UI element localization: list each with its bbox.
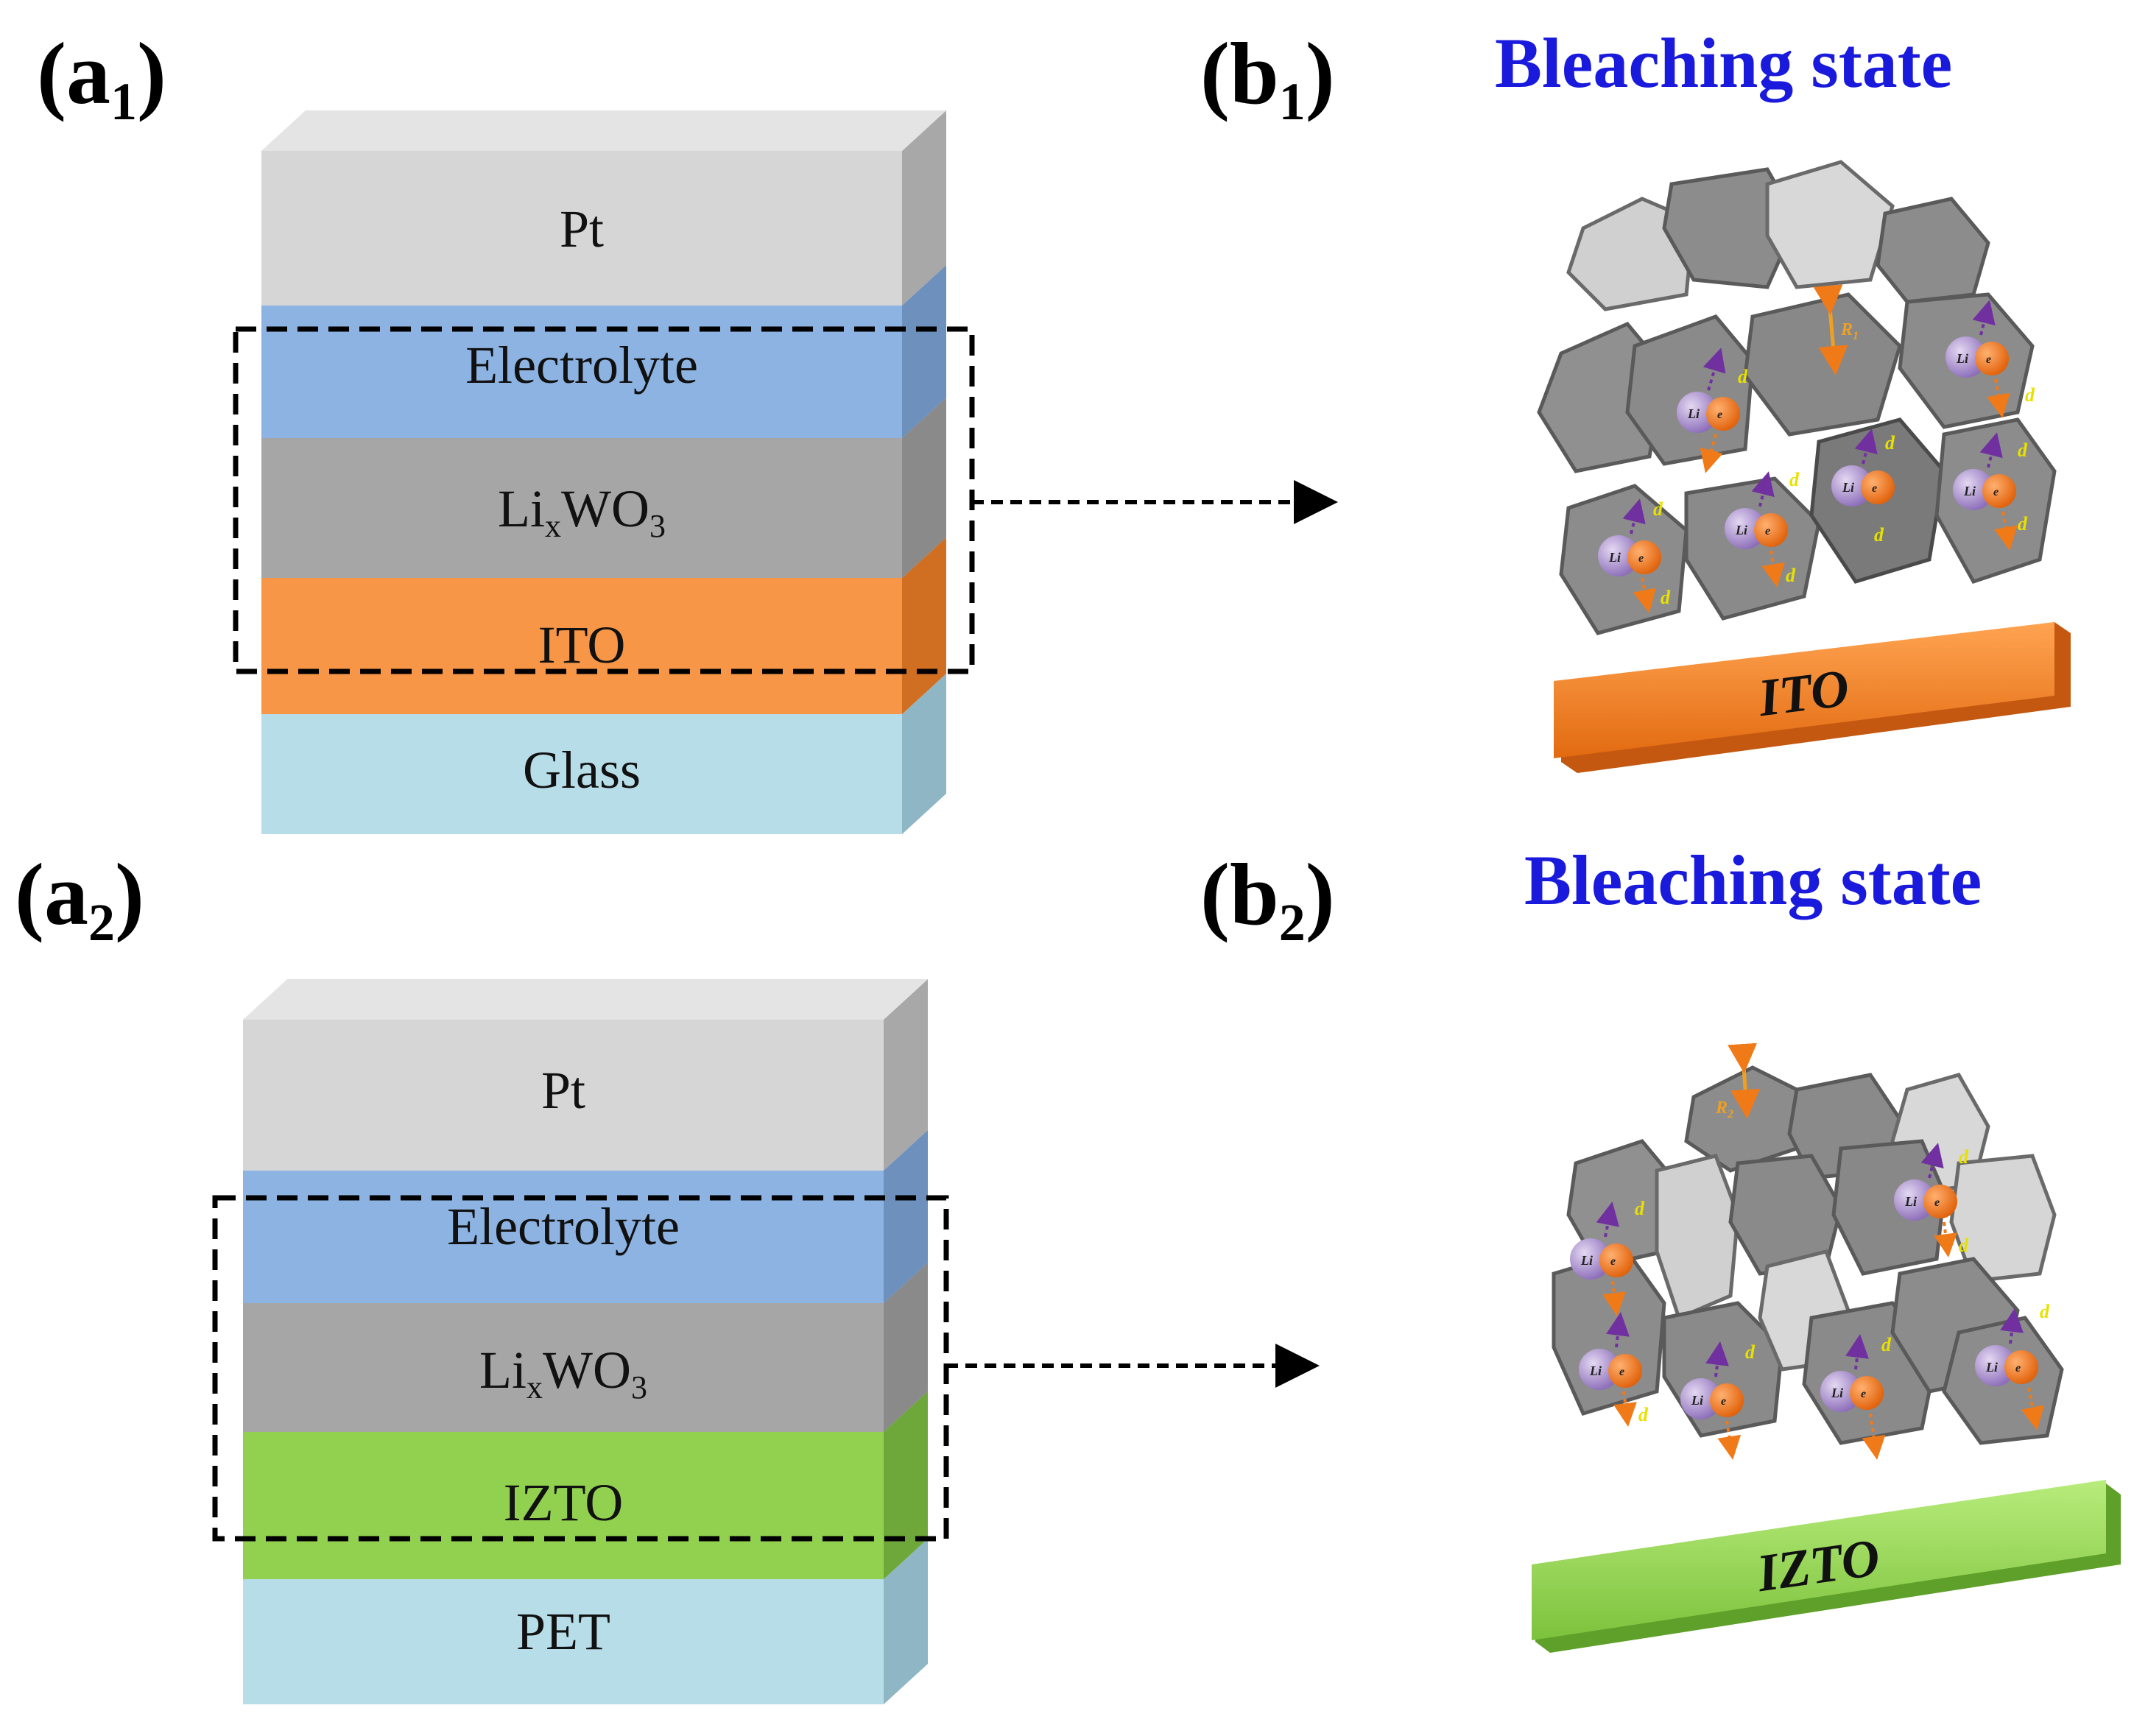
svg-text:Li: Li bbox=[1735, 523, 1747, 537]
layer-pt: Pt bbox=[261, 110, 946, 306]
svg-text:e: e bbox=[1610, 1255, 1616, 1268]
ion-pair: Li e d d bbox=[1953, 432, 2028, 551]
svg-text:Li: Li bbox=[1842, 480, 1854, 495]
ion-pair: Li e d d bbox=[1894, 1143, 1969, 1257]
svg-text:d: d bbox=[1881, 1334, 1892, 1355]
layer-pet: PET bbox=[243, 1539, 928, 1704]
svg-text:(b2): (b2) bbox=[1200, 845, 1335, 952]
svg-text:e: e bbox=[1717, 409, 1722, 421]
svg-text:Li: Li bbox=[1691, 1393, 1703, 1408]
svg-text:d: d bbox=[1638, 1404, 1649, 1425]
svg-text:e: e bbox=[1986, 353, 1991, 366]
svg-text:e: e bbox=[1638, 552, 1644, 565]
selection-box-2 bbox=[212, 1195, 949, 1542]
svg-text:R2: R2 bbox=[1715, 1098, 1733, 1121]
ion-pair: Li e d bbox=[1975, 1301, 2050, 1430]
panel-label-a1: (a1) bbox=[37, 24, 166, 131]
svg-text:Li: Li bbox=[1904, 1194, 1917, 1209]
layer-pt-2: Pt bbox=[243, 979, 928, 1171]
svg-text:Li: Li bbox=[1608, 550, 1621, 565]
svg-text:d: d bbox=[2040, 1301, 2050, 1322]
svg-text:d: d bbox=[2018, 440, 2028, 461]
ito-substrate: ITO bbox=[1554, 622, 2071, 773]
svg-text:Electrolyte: Electrolyte bbox=[465, 336, 698, 395]
b2-title: Bleaching state bbox=[1524, 841, 1982, 920]
svg-text:e: e bbox=[1619, 1366, 1624, 1378]
svg-text:d: d bbox=[1959, 1235, 1969, 1256]
svg-text:e: e bbox=[1721, 1395, 1726, 1408]
svg-text:d: d bbox=[1635, 1198, 1645, 1219]
ion-pair: Li e d d bbox=[1831, 428, 1895, 546]
ion-pair: Li e d d bbox=[1725, 469, 1800, 588]
svg-text:e: e bbox=[1765, 525, 1770, 537]
ion-pair: Li e d bbox=[1677, 347, 1748, 473]
svg-text:LixWO3: LixWO3 bbox=[479, 1341, 647, 1405]
svg-text:Pt: Pt bbox=[560, 200, 604, 258]
svg-text:d: d bbox=[1738, 366, 1748, 387]
svg-text:d: d bbox=[1653, 498, 1663, 520]
ion-pair: Li e d d bbox=[1598, 498, 1671, 613]
ion-pairs-1: Li e d Li e d Li e d d Li e bbox=[1598, 284, 2035, 613]
svg-text:(a1): (a1) bbox=[37, 24, 166, 131]
svg-text:LixWO3: LixWO3 bbox=[498, 479, 666, 544]
panel-label-b2: (b2) bbox=[1200, 845, 1335, 952]
ion-pair: Li e d bbox=[1579, 1312, 1649, 1427]
svg-text:Electrolyte: Electrolyte bbox=[447, 1197, 680, 1256]
svg-text:Li: Li bbox=[1831, 1386, 1843, 1400]
svg-text:PET: PET bbox=[516, 1602, 610, 1661]
layer-stack-1: Glass ITO LixWO3 Electrolyte bbox=[233, 110, 1338, 834]
svg-text:d: d bbox=[1885, 432, 1895, 454]
izto-substrate: IZTO bbox=[1532, 1480, 2121, 1653]
svg-text:Li: Li bbox=[1580, 1253, 1593, 1268]
layer-stack-2: PET IZTO LixWO3 Electrolyte bbox=[212, 979, 1320, 1704]
svg-text:Li: Li bbox=[1589, 1363, 1602, 1378]
svg-text:ITO: ITO bbox=[1755, 658, 1853, 727]
svg-text:e: e bbox=[2015, 1362, 2021, 1375]
panel-label-a2: (a2) bbox=[15, 845, 144, 952]
svg-text:(b1): (b1) bbox=[1200, 24, 1335, 131]
ion-pairs-2: Li e d Li e d d Li e d Li e bbox=[1570, 1042, 2050, 1460]
particle-cluster-2 bbox=[1552, 1065, 2064, 1445]
svg-text:R1: R1 bbox=[1840, 320, 1859, 342]
svg-text:e: e bbox=[1872, 482, 1877, 495]
ion-pair: Li e d bbox=[1945, 300, 2035, 418]
svg-text:Li: Li bbox=[1687, 406, 1700, 421]
ion-pair: Li e d bbox=[1820, 1334, 1892, 1460]
svg-text:d: d bbox=[2018, 513, 2028, 534]
svg-text:Li: Li bbox=[1963, 484, 1976, 498]
svg-text:d: d bbox=[1745, 1341, 1756, 1363]
svg-text:d: d bbox=[2025, 384, 2035, 406]
panel-label-b1: (b1) bbox=[1200, 24, 1335, 131]
ion-pair: Li e d bbox=[1570, 1198, 1645, 1316]
r2-marker: R2 bbox=[1715, 1042, 1761, 1121]
svg-text:d: d bbox=[1789, 469, 1800, 490]
svg-text:e: e bbox=[1993, 486, 1999, 498]
ion-pair: Li e d bbox=[1680, 1341, 1756, 1460]
svg-text:Pt: Pt bbox=[541, 1061, 585, 1120]
svg-text:e: e bbox=[1934, 1196, 1940, 1209]
svg-text:e: e bbox=[1861, 1388, 1866, 1400]
svg-text:Li: Li bbox=[1956, 351, 1968, 366]
svg-text:ITO: ITO bbox=[538, 615, 626, 674]
svg-text:IZTO: IZTO bbox=[504, 1473, 624, 1532]
svg-text:Glass: Glass bbox=[523, 741, 641, 800]
svg-text:d: d bbox=[1786, 565, 1796, 586]
svg-text:d: d bbox=[1874, 524, 1884, 546]
svg-text:d: d bbox=[1661, 587, 1671, 608]
r1-marker: R1 bbox=[1813, 284, 1859, 375]
b1-title: Bleaching state bbox=[1495, 24, 1952, 102]
svg-text:Li: Li bbox=[1985, 1360, 1998, 1375]
svg-text:(a2): (a2) bbox=[15, 845, 144, 952]
svg-text:d: d bbox=[1959, 1146, 1969, 1168]
layer-glass: Glass bbox=[261, 674, 946, 834]
